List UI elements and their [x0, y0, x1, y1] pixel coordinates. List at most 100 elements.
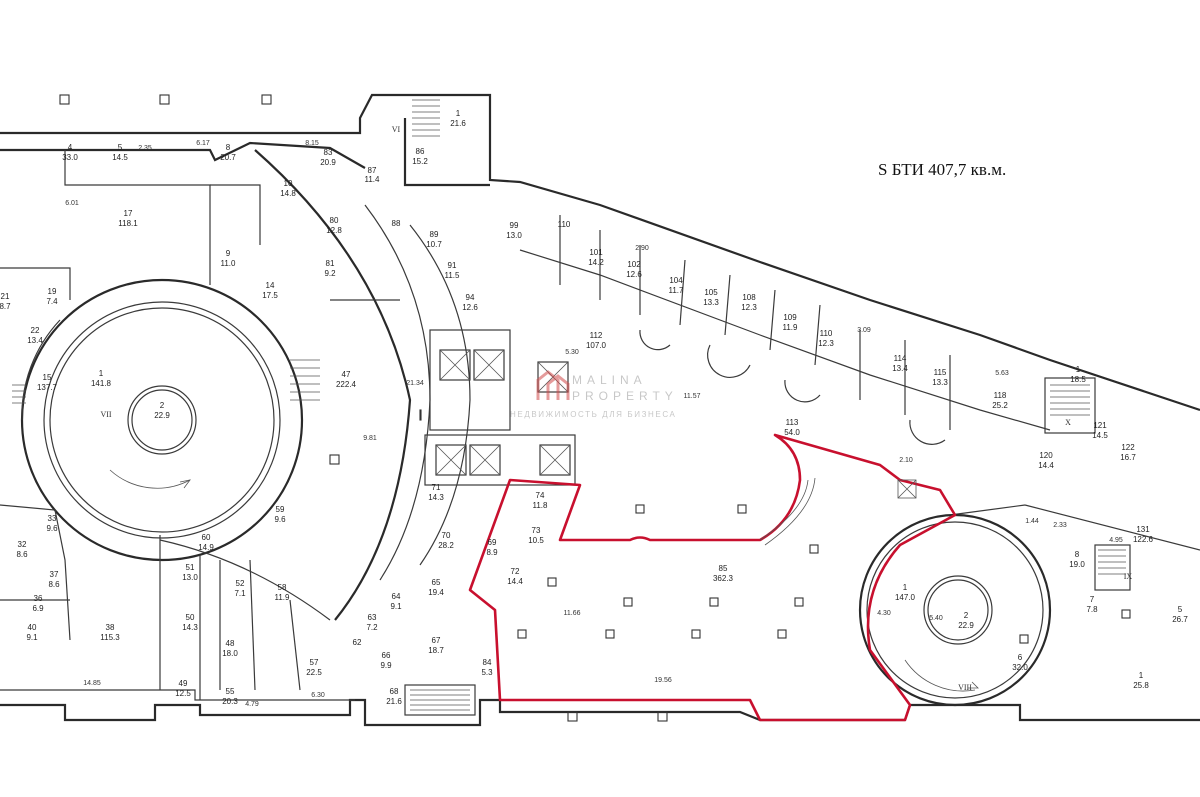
room-area: 12.6 [626, 270, 642, 279]
dimension: 2.10 [899, 457, 913, 464]
dimension: 11.57 [684, 393, 701, 400]
room-area: 13.0 [506, 231, 522, 240]
room-area: 107.0 [586, 341, 607, 350]
room-number: 84 [483, 658, 492, 667]
room-number: 38 [106, 623, 115, 632]
room-area: 17.5 [262, 291, 278, 300]
room-number: 104 [669, 276, 683, 285]
dimension: 5.30 [565, 349, 579, 356]
room-number: 60 [202, 533, 211, 542]
room-number: 2 [964, 611, 969, 620]
room-number: 55 [226, 687, 235, 696]
room-area: 8.9 [486, 548, 498, 557]
section-marker: VIII [958, 683, 972, 692]
section-markers: VI VII VIII IX X [100, 125, 1132, 692]
room-area: 21.6 [386, 697, 402, 706]
room-number: 74 [536, 491, 545, 500]
room-area: 137.7 [37, 383, 58, 392]
room-area: 9.6 [46, 524, 58, 533]
room-number: 70 [442, 531, 451, 540]
room-area: 8.6 [16, 550, 28, 559]
dimension: 11.66 [564, 610, 581, 617]
room-area: 22.5 [306, 668, 322, 677]
room-number: 108 [742, 293, 756, 302]
room-area: 141.8 [91, 379, 112, 388]
room-area: 7.8 [1086, 605, 1098, 614]
room-area: 11.4 [365, 175, 381, 184]
logo-tagline: НЕДВИЖИМОСТЬ ДЛЯ БИЗНЕСА [510, 410, 677, 419]
room-area: 15.2 [412, 157, 428, 166]
room-area: 11.5 [445, 271, 461, 280]
room-number: 89 [430, 230, 439, 239]
room-number: 22 [31, 326, 40, 335]
room-number: 110 [558, 220, 571, 229]
room-number: 65 [432, 578, 441, 587]
dimension: 2.33 [1053, 522, 1067, 529]
area-title: S БТИ 407,7 кв.м. [878, 160, 1007, 179]
room-area: 14.4 [1038, 461, 1054, 470]
room-area: 10.7 [426, 240, 442, 249]
room-number: 66 [382, 651, 391, 660]
room-number: 67 [432, 636, 441, 645]
room-number: 51 [186, 563, 195, 572]
room-number: 32 [18, 540, 27, 549]
room-number: 113 [786, 418, 799, 427]
central-block [159, 149, 576, 700]
section-marker: VII [100, 410, 111, 419]
dimension: 5.40 [929, 615, 943, 622]
section-marker: VI [392, 125, 401, 134]
room-area: 14.2 [588, 258, 604, 267]
dimension: 3.09 [857, 327, 871, 334]
room-number: 110 [820, 329, 833, 338]
watermark-logo: MALINA PROPERTY НЕДВИЖИМОСТЬ ДЛЯ БИЗНЕСА [510, 370, 700, 430]
logo-brand-line1: MALINA [572, 373, 647, 387]
room-number: 105 [704, 288, 718, 297]
room-number: 5 [1178, 605, 1183, 614]
room-area: 22.9 [154, 411, 170, 420]
room-number: 9 [226, 249, 231, 258]
room-number: 87 [368, 166, 377, 175]
room-area: 9.6 [274, 515, 286, 524]
section-marker: IX [1124, 572, 1133, 581]
room-number: 48 [226, 639, 235, 648]
dimension: 6.01 [65, 200, 79, 207]
room-number: 101 [589, 248, 603, 257]
dimension: 2.35 [138, 145, 152, 152]
dimension: 6.17 [196, 140, 210, 147]
room-number: 83 [324, 148, 333, 157]
room-area: 8.6 [48, 580, 60, 589]
room-number: 121 [1093, 421, 1107, 430]
room-number: 69 [488, 538, 497, 547]
room-area: 10.5 [528, 536, 544, 545]
dimension-labels: 6.17 2.35 8.15 6.01 9.81 21.34 5.30 11.5… [65, 140, 1123, 708]
room-number: 17 [124, 209, 133, 218]
dimension: 9.81 [363, 435, 377, 442]
dimension: 2.90 [635, 245, 649, 252]
room-number: 10 [284, 179, 293, 188]
dimension: 14.85 [83, 680, 101, 687]
room-number: 49 [179, 679, 188, 688]
room-number: 115 [934, 368, 947, 377]
room-area: 13.0 [182, 573, 198, 582]
room-area: 12.6 [462, 303, 478, 312]
logo-mark-icon [536, 370, 570, 400]
dimension: 8.15 [305, 140, 319, 147]
room-number: 50 [186, 613, 195, 622]
rotunda-stair [12, 359, 320, 404]
room-number: 21 [1, 292, 10, 301]
section-marker: X [1065, 418, 1071, 427]
room-number: 6 [1018, 653, 1023, 662]
room-number: 33 [48, 514, 57, 523]
room-number: 99 [510, 221, 519, 230]
right-rotunda [858, 513, 1052, 707]
room-area: 9.1 [390, 602, 402, 611]
dimension: 4.95 [1109, 537, 1123, 544]
room-number: 1 [903, 583, 908, 592]
upper-rooms [404, 99, 1131, 716]
room-number: 81 [326, 259, 335, 268]
room-number: 80 [330, 216, 339, 225]
room-number: 68 [390, 687, 399, 696]
room-area: 14.5 [1092, 431, 1108, 440]
room-area: 9.1 [26, 633, 38, 642]
room-area: 18.5 [1070, 375, 1086, 384]
